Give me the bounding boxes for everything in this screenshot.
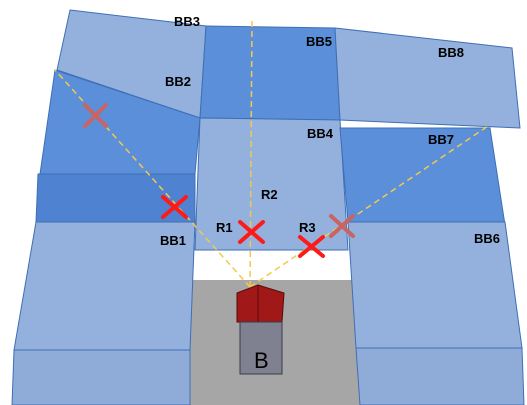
label-r2: R2 [261, 187, 278, 202]
building-bb6 [347, 221, 525, 405]
label-bb5: BB5 [306, 34, 332, 49]
label-bb2: BB2 [165, 74, 191, 89]
building-bb8 [334, 27, 521, 129]
base-station-body [239, 321, 283, 375]
label-bb3: BB3 [174, 14, 200, 29]
base-station-label: B [254, 348, 269, 373]
base-station: B [236, 284, 285, 375]
label-bb4: BB4 [307, 126, 334, 141]
label-r3: R3 [299, 220, 316, 235]
marker-faded-right [329, 214, 355, 238]
marker-blocked-r1 [238, 220, 265, 244]
label-r1: R1 [216, 220, 233, 235]
building-bb4 [194, 117, 349, 251]
building-bb1 [11, 221, 196, 405]
ray-center [249, 19, 253, 288]
building-bb7 [339, 127, 506, 226]
label-bb1: BB1 [160, 233, 186, 248]
label-bb8: BB8 [438, 45, 464, 60]
marker-faded-left [83, 103, 108, 128]
marker-blocked-r3 [298, 235, 325, 258]
ray-right [249, 125, 489, 288]
label-bb6: BB6 [474, 231, 500, 246]
marker-blocked-bb1 [161, 195, 188, 219]
label-bb7: BB7 [428, 132, 454, 147]
base-station-roof [236, 284, 285, 323]
